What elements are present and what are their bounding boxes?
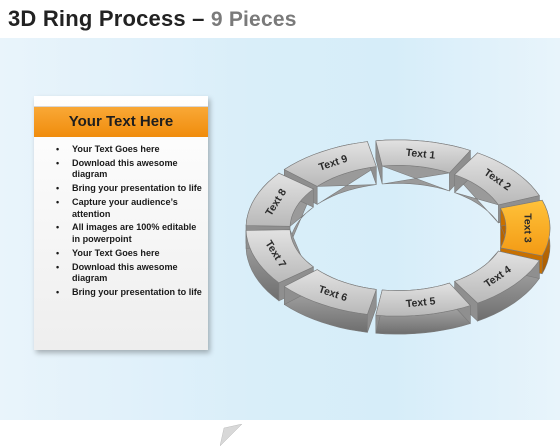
note-bullet: •Bring your presentation to life: [56, 183, 202, 194]
title-subtitle: 9 Pieces: [210, 8, 297, 31]
note-bullet: •Download this awesome diagram: [56, 261, 178, 284]
ring-segment-label: Text 5: [405, 295, 436, 310]
segment-top-face: [283, 269, 377, 315]
note-bullet: •All images are 100% editable in powerpo…: [56, 222, 197, 244]
page-title: 3D Ring Process – 9 Pieces: [8, 6, 297, 32]
note-heading: Your Text Here: [68, 113, 174, 130]
note-bullet: •Download this awesome diagram: [56, 157, 178, 180]
segment-top-face: [375, 282, 471, 317]
segment-top-face: [375, 139, 471, 174]
segment-top-face: [245, 172, 314, 227]
ring-segment-5[interactable]: Text 5: [375, 282, 471, 335]
title-main: 3D Ring Process –: [8, 6, 211, 31]
ring-segment-4[interactable]: Text 4: [454, 250, 540, 322]
ring-segment-label: Text 1: [405, 147, 436, 162]
segment-top-face: [454, 152, 540, 206]
segment-top-face: [500, 199, 551, 257]
note-bullet: •Bring your presentation to life: [56, 286, 202, 297]
page-curl-icon: [220, 424, 242, 446]
note-bullet: •Capture your audience’s attention: [56, 197, 178, 219]
segment-top-face: [454, 250, 540, 304]
ring-segment-label: Text 3: [522, 213, 534, 243]
note-bullet-list: •Your Text Goes here •Download this awes…: [34, 144, 208, 301]
note-bullet: •Your Text Goes here: [56, 144, 160, 154]
segment-top-face: [283, 141, 377, 187]
ring-segment-1[interactable]: Text 1: [375, 139, 471, 192]
ring-segment-9[interactable]: Text 9: [283, 141, 377, 205]
segment-top-face: [245, 229, 314, 284]
note-bullet: •Your Text Goes here: [56, 247, 160, 258]
note-heading-bar: Your Text Here: [34, 106, 208, 137]
ring-segment-6[interactable]: Text 6: [283, 269, 377, 333]
